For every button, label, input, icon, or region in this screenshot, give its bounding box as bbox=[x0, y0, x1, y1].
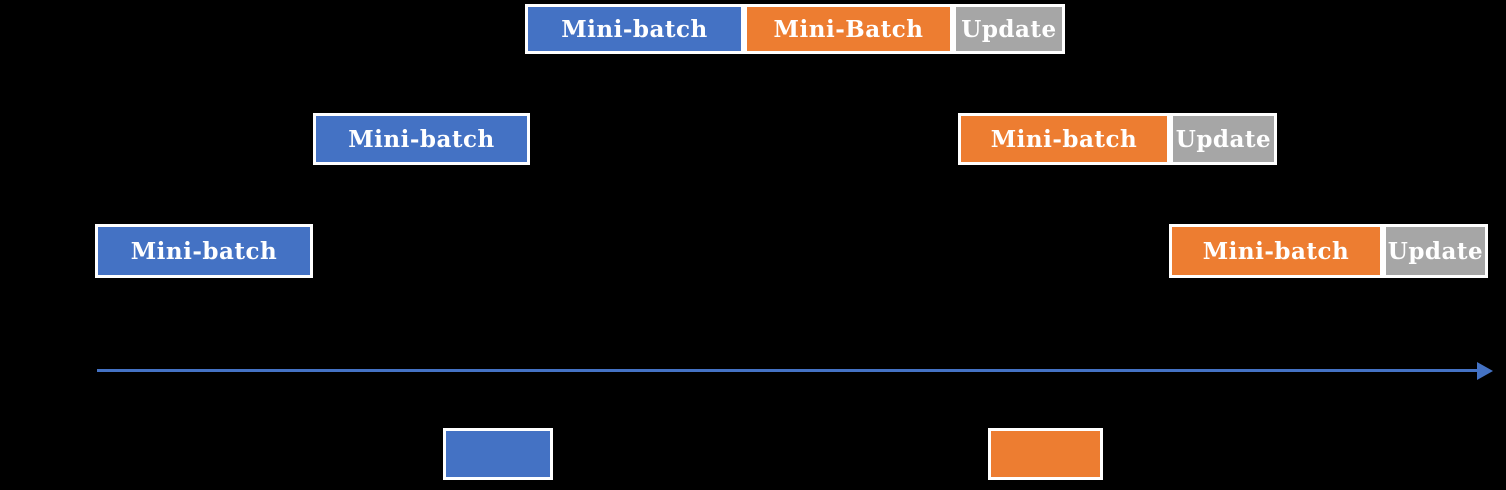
minibatch-box-orange: Mini-batch bbox=[1169, 224, 1383, 278]
timeline-group-middle-left: Mini-batch bbox=[313, 113, 530, 165]
legend-color-box-orange bbox=[988, 428, 1103, 480]
legend-swatch-orange bbox=[988, 428, 1103, 480]
box-label: Update bbox=[961, 15, 1057, 43]
minibatch-box-blue: Mini-batch bbox=[525, 4, 744, 54]
box-label: Mini-batch bbox=[1202, 237, 1350, 265]
legend-color-box-blue bbox=[443, 428, 553, 480]
timeline-group-middle-right: Mini-batch Update bbox=[958, 113, 1277, 165]
timeline-group-bottom-left: Mini-batch bbox=[95, 224, 313, 278]
minibatch-box-blue: Mini-batch bbox=[95, 224, 313, 278]
box-label: Mini-Batch bbox=[773, 15, 924, 43]
box-label: Mini-batch bbox=[348, 125, 495, 153]
legend-swatch-blue bbox=[443, 428, 553, 480]
arrow-head-icon bbox=[1477, 362, 1493, 380]
timeline-group-top: Mini-batch Mini-Batch Update bbox=[525, 4, 1065, 54]
timeline-group-bottom-right: Mini-batch Update bbox=[1169, 224, 1488, 278]
update-box-gray: Update bbox=[953, 4, 1065, 54]
box-label: Mini-batch bbox=[990, 125, 1138, 153]
arrow-line bbox=[97, 369, 1480, 372]
update-box-gray: Update bbox=[1383, 224, 1488, 278]
minibatch-box-orange: Mini-batch bbox=[958, 113, 1170, 165]
minibatch-box-blue: Mini-batch bbox=[313, 113, 530, 165]
minibatch-box-orange: Mini-Batch bbox=[744, 4, 953, 54]
box-label: Update bbox=[1175, 125, 1272, 153]
box-label: Mini-batch bbox=[130, 237, 278, 265]
box-label: Mini-batch bbox=[561, 15, 708, 43]
box-label: Update bbox=[1387, 237, 1484, 265]
update-box-gray: Update bbox=[1170, 113, 1277, 165]
